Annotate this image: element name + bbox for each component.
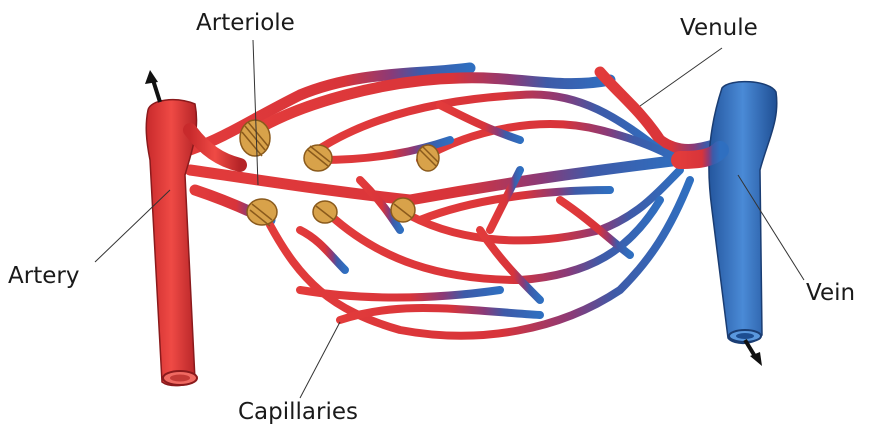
sphincter-ring [313, 201, 337, 223]
label-artery: Artery [8, 265, 79, 288]
label-venule: Venule [680, 17, 758, 40]
leader-lines [95, 40, 804, 398]
sphincter-ring [247, 199, 277, 226]
label-vein: Vein [806, 282, 855, 305]
arrow-up-icon [145, 70, 160, 102]
sphincter-ring [417, 145, 439, 171]
leader-capillaries [300, 322, 340, 398]
capillary [560, 200, 630, 255]
sphincter-ring [391, 198, 415, 222]
leader-venule [640, 48, 722, 106]
vein [680, 82, 777, 344]
capillary [420, 124, 680, 160]
artery [146, 100, 240, 386]
sphincter-ring [304, 145, 332, 171]
label-capillaries: Capillaries [238, 401, 358, 424]
label-arteriole: Arteriole [196, 12, 295, 35]
capillary [300, 230, 345, 270]
arrow-down-icon [745, 340, 762, 366]
sphincter-ring [240, 120, 270, 156]
capillary [300, 290, 500, 298]
